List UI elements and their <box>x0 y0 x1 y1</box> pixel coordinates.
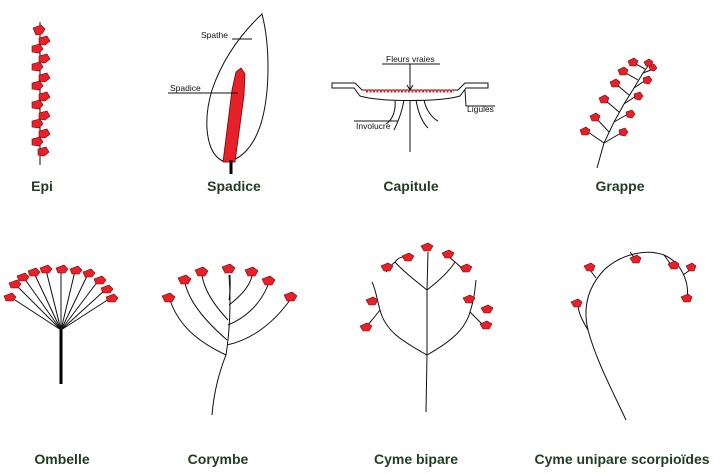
ombelle-flower <box>82 268 96 278</box>
epi-flower <box>31 43 44 54</box>
cyme-unipare-axis <box>585 251 689 421</box>
caption-spadice: Spadice <box>207 178 261 194</box>
cyme-bipare-flower <box>365 296 379 306</box>
corymbe-flowers <box>161 263 298 303</box>
epi-flower <box>38 128 51 139</box>
figure-cyme-bipare: Cyme bipare <box>359 242 494 467</box>
corymbe-flower <box>261 275 276 286</box>
grappe-flower <box>609 78 621 88</box>
capitule-involucre-bracts <box>385 99 439 152</box>
grappe-flower <box>618 127 629 137</box>
grappe-flower <box>627 57 639 67</box>
ombelle-flower <box>3 292 17 302</box>
ombelle-flower <box>69 265 83 275</box>
epi-flower <box>31 99 44 110</box>
epi-flower <box>38 110 51 121</box>
cyme-bipare-flower <box>401 252 415 262</box>
ombelle-rays <box>11 269 110 331</box>
label-ligules: Ligules <box>467 104 494 114</box>
label-fleurs-vraies: Fleurs vraies <box>386 54 435 64</box>
ombelle-flower <box>100 284 114 294</box>
cyme-bipare-flower <box>420 242 434 252</box>
corymbe-flower <box>221 263 236 274</box>
caption-cyme-unipare: Cyme unipare scorpioïdes <box>534 451 709 467</box>
fleurs-arrow <box>406 84 414 91</box>
figure-cyme-unipare: Cyme unipare scorpioïdes <box>534 251 710 467</box>
grappe-pedicels <box>587 62 652 144</box>
grappe-flower <box>598 94 610 104</box>
label-involucre: Involucre <box>356 121 391 131</box>
cyme-unipare-flower <box>685 262 697 272</box>
epi-flowers <box>31 24 51 157</box>
figure-corymbe: Corymbe <box>161 263 298 467</box>
cyme-unipare-flower <box>583 262 596 272</box>
corymbe-flower <box>283 291 298 302</box>
grappe-flower <box>589 112 601 122</box>
caption-corymbe: Corymbe <box>188 451 249 467</box>
figure-spadice: Spathe Spadice Spadice <box>168 13 269 194</box>
ombelle-flower <box>39 264 53 274</box>
caption-cyme-bipare: Cyme bipare <box>374 451 458 467</box>
ombelle-flower <box>105 293 119 303</box>
corymbe-flower <box>194 266 209 277</box>
caption-ombelle: Ombelle <box>34 451 89 467</box>
caption-epi: Epi <box>31 178 53 194</box>
epi-flower <box>38 35 51 46</box>
grappe-flower <box>625 109 636 119</box>
grappe-flower <box>633 91 644 101</box>
cyme-bipare-flowers <box>359 242 494 332</box>
epi-flower <box>32 24 46 36</box>
cyme-bipare-flower <box>441 249 455 259</box>
ombelle-flowers <box>3 264 119 303</box>
cyme-unipare-flowers <box>570 254 697 308</box>
epi-flower <box>37 146 50 157</box>
corymbe-flower <box>161 292 176 303</box>
epi-flower <box>38 53 51 64</box>
cyme-bipare-axis <box>425 251 429 413</box>
grappe-flower <box>642 75 653 85</box>
ombelle-flower <box>27 267 41 277</box>
cyme-unipare-pedicels <box>577 251 691 331</box>
figure-ombelle: Ombelle <box>3 264 119 467</box>
grappe-flower <box>617 66 629 76</box>
cyme-bipare-flower <box>479 320 493 330</box>
caption-grappe: Grappe <box>595 178 644 194</box>
ombelle-flower <box>16 272 30 282</box>
epi-flower <box>38 91 51 102</box>
cyme-unipare-flower <box>570 298 583 308</box>
cyme-unipare-flower <box>667 260 680 270</box>
cyme-bipare-flower <box>480 304 494 314</box>
figure-epi: Epi <box>31 22 53 194</box>
cyme-bipare-flower <box>359 322 373 332</box>
grappe-flowers <box>579 57 658 137</box>
spathe-outline <box>206 13 269 163</box>
corymbe-flower <box>244 266 259 277</box>
ligules-leader <box>464 89 467 107</box>
cyme-bipare-flower <box>459 263 473 273</box>
ombelle-flower <box>8 279 22 289</box>
epi-flower <box>31 61 44 72</box>
cyme-bipare-flower <box>380 262 394 272</box>
corymbe-flower <box>177 274 192 285</box>
corymbe-pedicels <box>169 274 291 356</box>
epi-flower <box>31 80 44 91</box>
caption-capitule: Capitule <box>383 178 438 194</box>
spadice-red <box>222 67 246 163</box>
figure-grappe: Grappe <box>579 57 658 194</box>
cyme-unipare-flower <box>629 254 642 264</box>
label-spathe: Spathe <box>201 30 228 40</box>
epi-flower <box>38 72 51 83</box>
epi-flower <box>31 118 44 129</box>
ombelle-flower <box>55 264 69 274</box>
cyme-bipare-flower <box>462 294 476 304</box>
figure-capitule: Fleurs vraies Ligules Involucre Capitule <box>331 54 495 194</box>
grappe-flower <box>643 58 654 67</box>
capitule-receptacle <box>331 82 489 101</box>
grappe-flower <box>579 126 591 136</box>
epi-flower <box>31 136 44 147</box>
label-spadice: Spadice <box>170 83 201 93</box>
ombelle-flower <box>93 275 107 285</box>
cyme-unipare-flower <box>680 293 693 303</box>
